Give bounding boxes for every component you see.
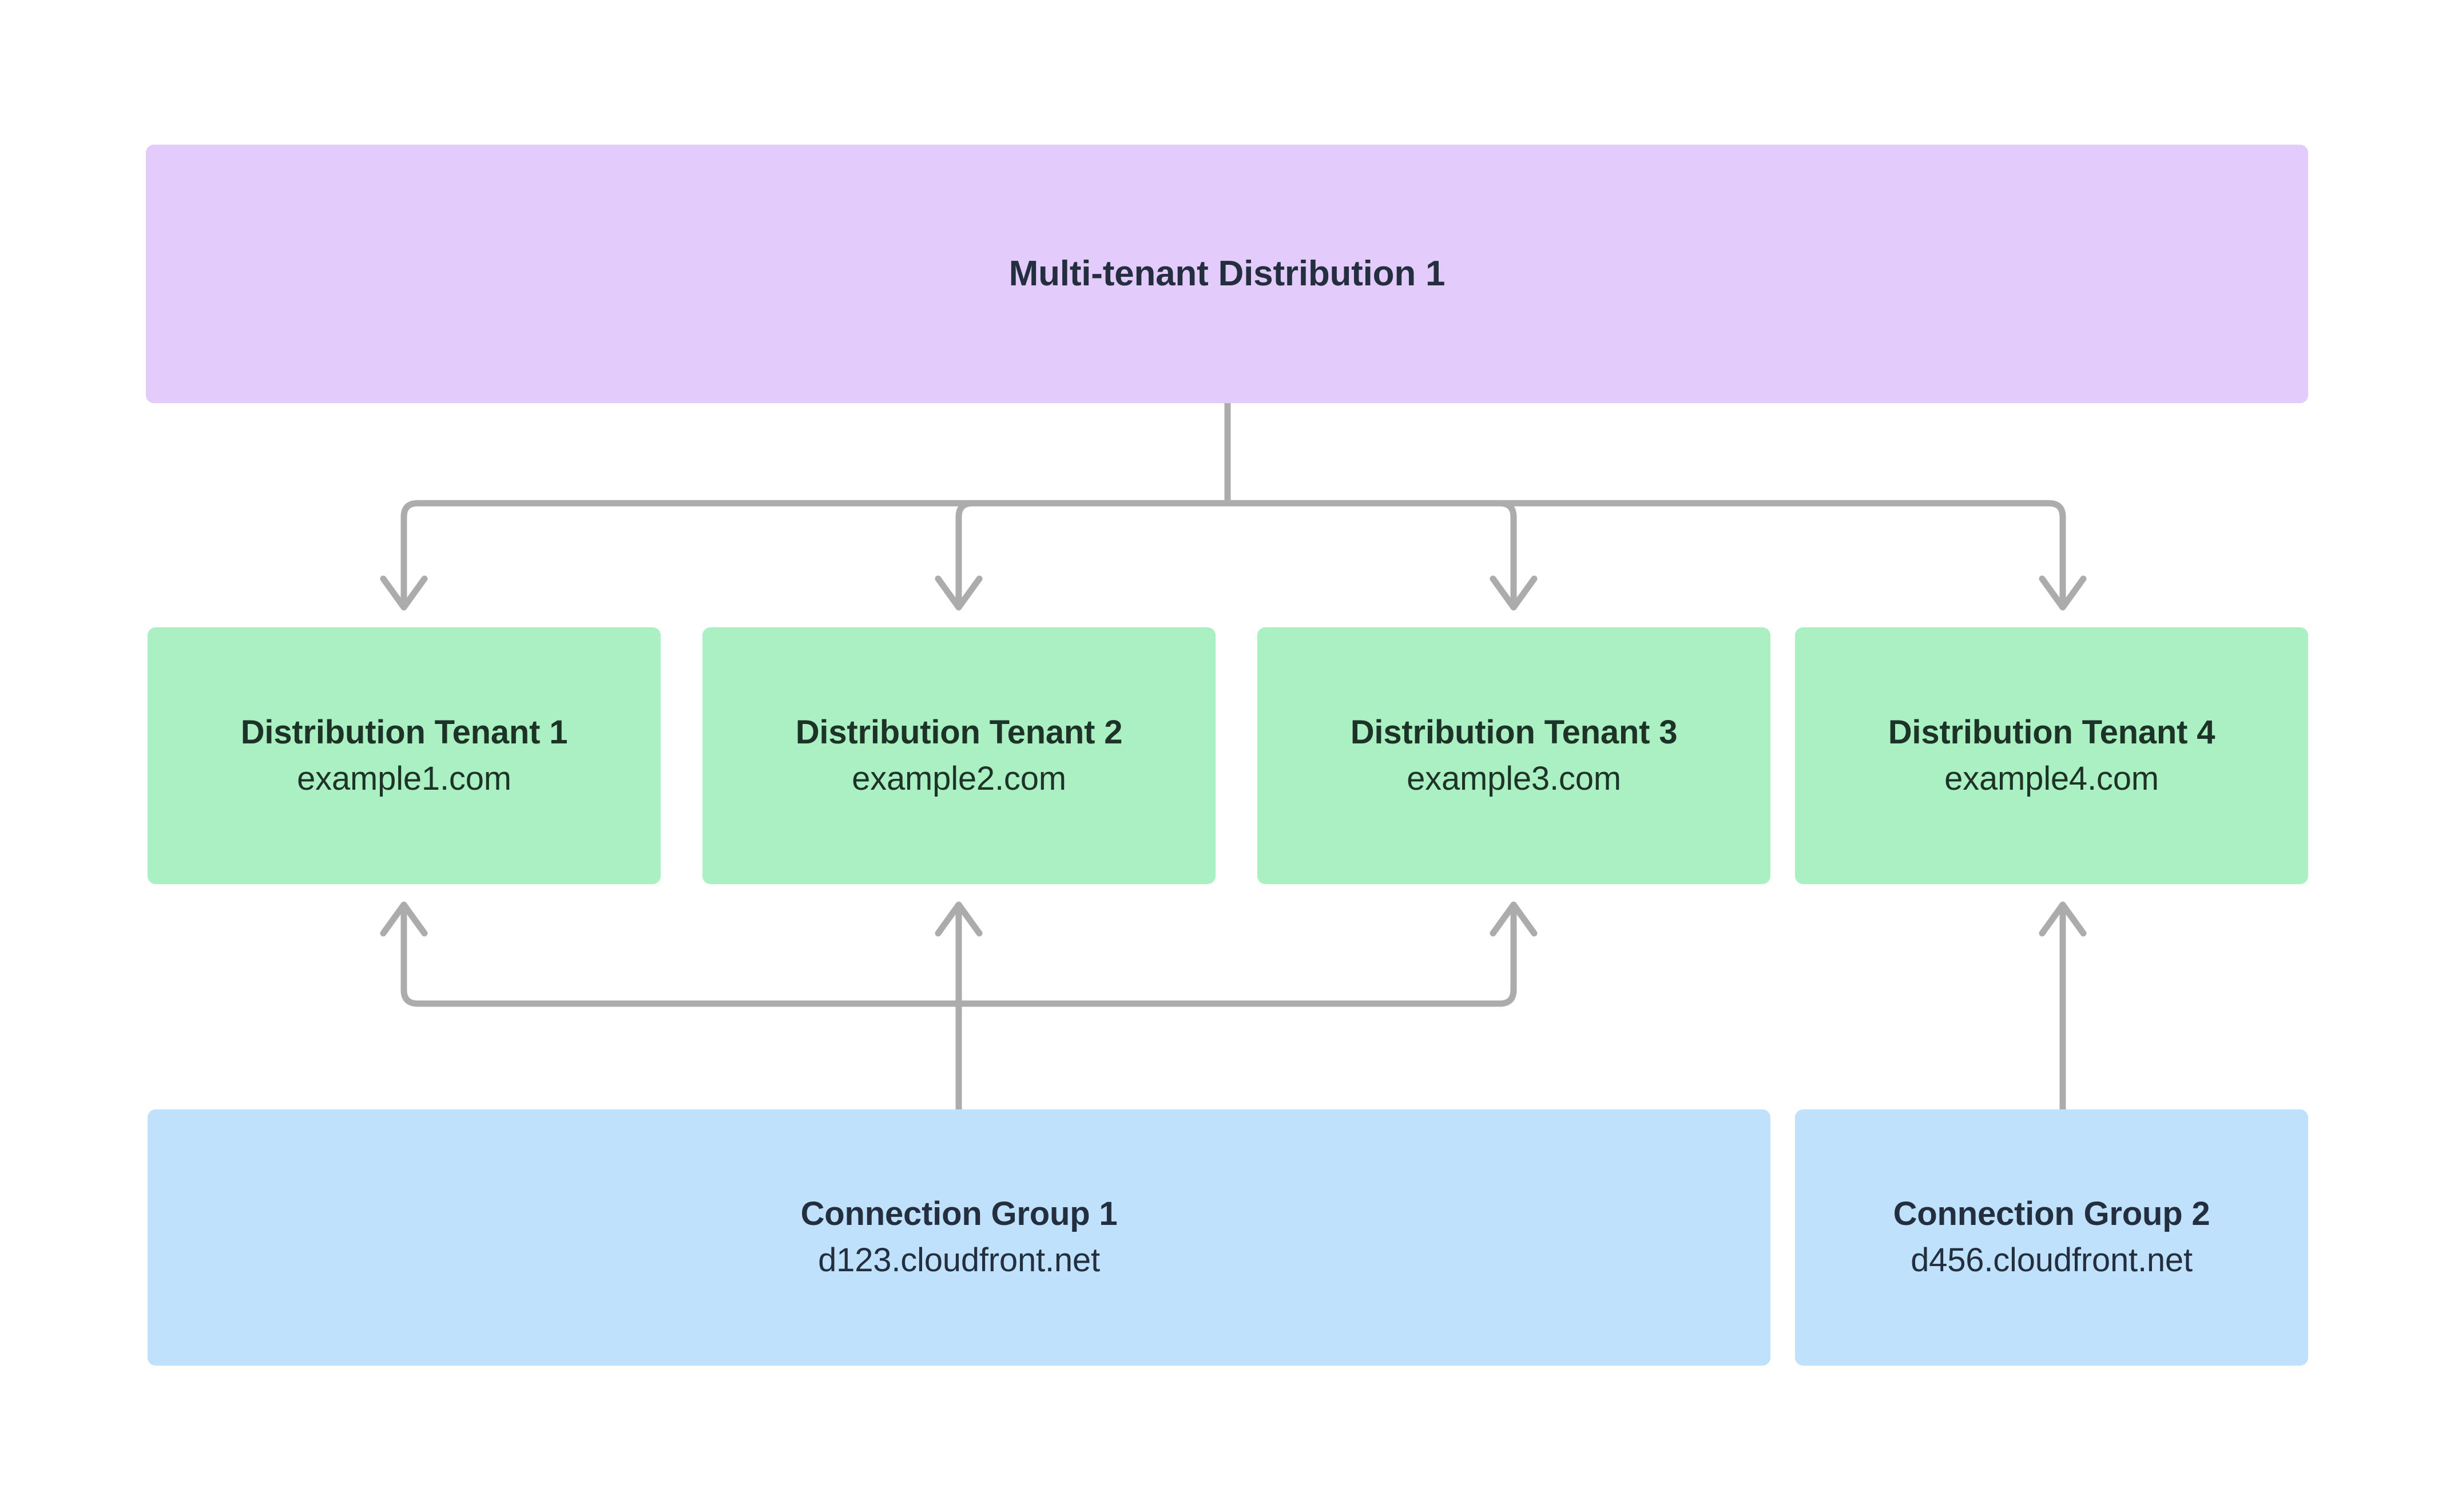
tenant-2-domain: example2.com — [852, 759, 1066, 797]
connector-distribution-to-tenant-4 — [1224, 500, 2066, 603]
node-distribution-tenant-3[interactable]: Distribution Tenant 3 example3.com — [1257, 627, 1770, 884]
tenant-2-title: Distribution Tenant 2 — [795, 713, 1123, 751]
node-multi-tenant-distribution[interactable]: Multi-tenant Distribution 1 — [146, 145, 2308, 403]
connection-group-2-title: Connection Group 2 — [1893, 1195, 2210, 1233]
node-distribution-tenant-4[interactable]: Distribution Tenant 4 example4.com — [1795, 627, 2308, 884]
distribution-title: Multi-tenant Distribution 1 — [1008, 254, 1446, 294]
arrowhead-tenant-4 — [2039, 575, 2087, 611]
arrowhead-tenant-2 — [935, 575, 983, 611]
arrowhead-tenant-3 — [1490, 575, 1538, 611]
connector-connection-group-1-to-tenant-1 — [400, 909, 962, 1007]
connector-distribution-to-tenant-1 — [400, 500, 1231, 603]
node-distribution-tenant-1[interactable]: Distribution Tenant 1 example1.com — [148, 627, 661, 884]
connection-group-1-title: Connection Group 1 — [800, 1195, 1118, 1233]
tenant-4-title: Distribution Tenant 4 — [1888, 713, 2215, 751]
node-connection-group-2[interactable]: Connection Group 2 d456.cloudfront.net — [1795, 1109, 2308, 1366]
connector-distribution-to-tenant-2 — [955, 500, 1231, 603]
tenant-1-title: Distribution Tenant 1 — [240, 713, 568, 751]
tenant-3-title: Distribution Tenant 3 — [1350, 713, 1678, 751]
connection-group-1-domain: d123.cloudfront.net — [818, 1242, 1100, 1279]
tenant-3-domain: example3.com — [1407, 759, 1621, 797]
arrowhead-tenant-1 — [380, 575, 428, 611]
node-connection-group-1[interactable]: Connection Group 1 d123.cloudfront.net — [148, 1109, 1770, 1366]
node-distribution-tenant-2[interactable]: Distribution Tenant 2 example2.com — [702, 627, 1216, 884]
tenant-1-domain: example1.com — [297, 759, 511, 797]
tenant-4-domain: example4.com — [1944, 759, 2159, 797]
connector-distribution-to-tenant-3 — [1224, 500, 1517, 603]
arrowhead-cg1-tenant-3 — [1490, 901, 1538, 937]
connection-group-2-domain: d456.cloudfront.net — [1911, 1242, 2193, 1279]
arrowhead-cg1-tenant-1 — [380, 901, 428, 937]
connector-connection-group-1-to-tenant-3 — [955, 909, 1517, 1007]
arrowhead-cg2-tenant-4 — [2039, 901, 2087, 937]
arrowhead-cg1-tenant-2 — [935, 901, 983, 937]
